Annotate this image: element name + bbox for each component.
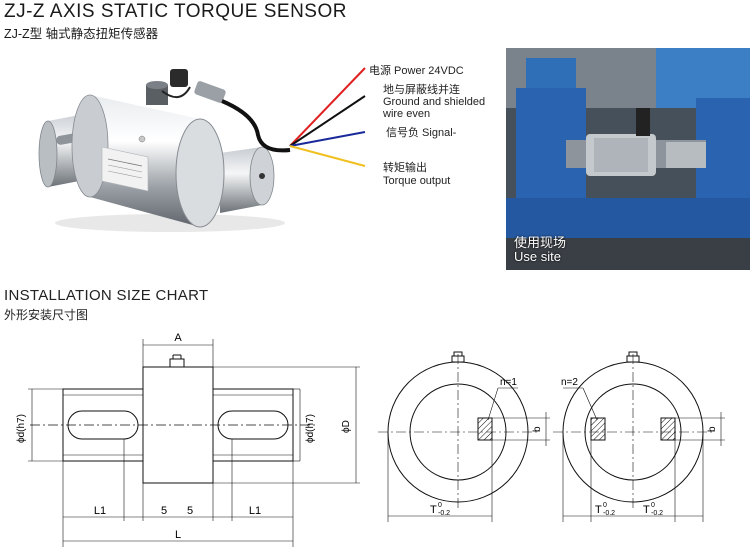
use-site-photo bbox=[506, 48, 750, 270]
wire-torque-label-cn: 转矩输出 bbox=[383, 162, 427, 174]
t1-sup: 0 bbox=[438, 502, 442, 509]
b2-label: b bbox=[707, 426, 718, 432]
b1-label: b bbox=[532, 426, 543, 432]
t2a-sup: 0 bbox=[603, 502, 607, 509]
t1-label: T bbox=[430, 504, 437, 516]
wire-signal-line bbox=[289, 131, 366, 147]
t2a-sub: -0.2 bbox=[603, 510, 615, 517]
n2-label: n=2 bbox=[561, 377, 578, 388]
wire-signal-label: 信号负 Signal- bbox=[386, 127, 457, 139]
installation-title-cn: 外形安装尺寸图 bbox=[4, 308, 89, 322]
wire-ground-line bbox=[289, 95, 366, 147]
dim-L-label: L bbox=[175, 529, 181, 541]
wire-power-line bbox=[289, 67, 366, 147]
wire-ground-label-en2: wire even bbox=[383, 108, 431, 120]
wire-power-label: 电源 Power 24VDC bbox=[369, 65, 464, 77]
use-site-label-cn: 使用现场 bbox=[514, 235, 567, 250]
sensor-product-image bbox=[38, 69, 291, 232]
dim-l1-left-label: L1 bbox=[94, 505, 106, 517]
t1-sub: -0.2 bbox=[438, 510, 450, 517]
page-title: ZJ-Z AXIS STATIC TORQUE SENSOR bbox=[4, 1, 347, 22]
wire-ground-label-cn: 地与屏蔽线并连 bbox=[383, 84, 460, 96]
dim-l1-right-label: L1 bbox=[249, 505, 261, 517]
dim-5-left-label: 5 bbox=[161, 505, 167, 517]
wire-torque-line bbox=[289, 145, 366, 167]
wire-torque-label-en: Torque output bbox=[383, 175, 451, 187]
t2b-label: T bbox=[643, 504, 650, 516]
n1-label: n=1 bbox=[500, 377, 517, 388]
wire-ground-label-en1: Ground and shielded bbox=[383, 96, 486, 108]
dim-a-label: A bbox=[174, 332, 182, 344]
use-site-label-en: Use site bbox=[514, 249, 561, 264]
dim-dh7-right-label: ϕd(h7) bbox=[305, 414, 316, 443]
dim-dh7-left-label: ϕd(h7) bbox=[16, 414, 27, 443]
end-view-n1-drawing: n=1 b T 0 -0.2 bbox=[378, 351, 550, 522]
page-subtitle-cn: ZJ-Z型 轴式静态扭矩传感器 bbox=[4, 27, 159, 41]
t2a-label: T bbox=[595, 504, 602, 516]
wire-diagram bbox=[289, 67, 366, 167]
use-site-label: 使用现场 Use site bbox=[514, 236, 566, 264]
end-view-n2-drawing: n=2 b T 0 -0.2 T 0 -0.2 bbox=[553, 351, 725, 522]
side-view-drawing: A ϕd(h7) ϕd(h7) ϕD L1 5 5 L1 L bbox=[16, 332, 360, 547]
t2b-sub: -0.2 bbox=[651, 510, 663, 517]
t2b-sup: 0 bbox=[651, 502, 655, 509]
dim-D-label: ϕD bbox=[341, 420, 352, 433]
installation-title: INSTALLATION SIZE CHART bbox=[4, 287, 209, 304]
dim-5-right-label: 5 bbox=[187, 505, 193, 517]
